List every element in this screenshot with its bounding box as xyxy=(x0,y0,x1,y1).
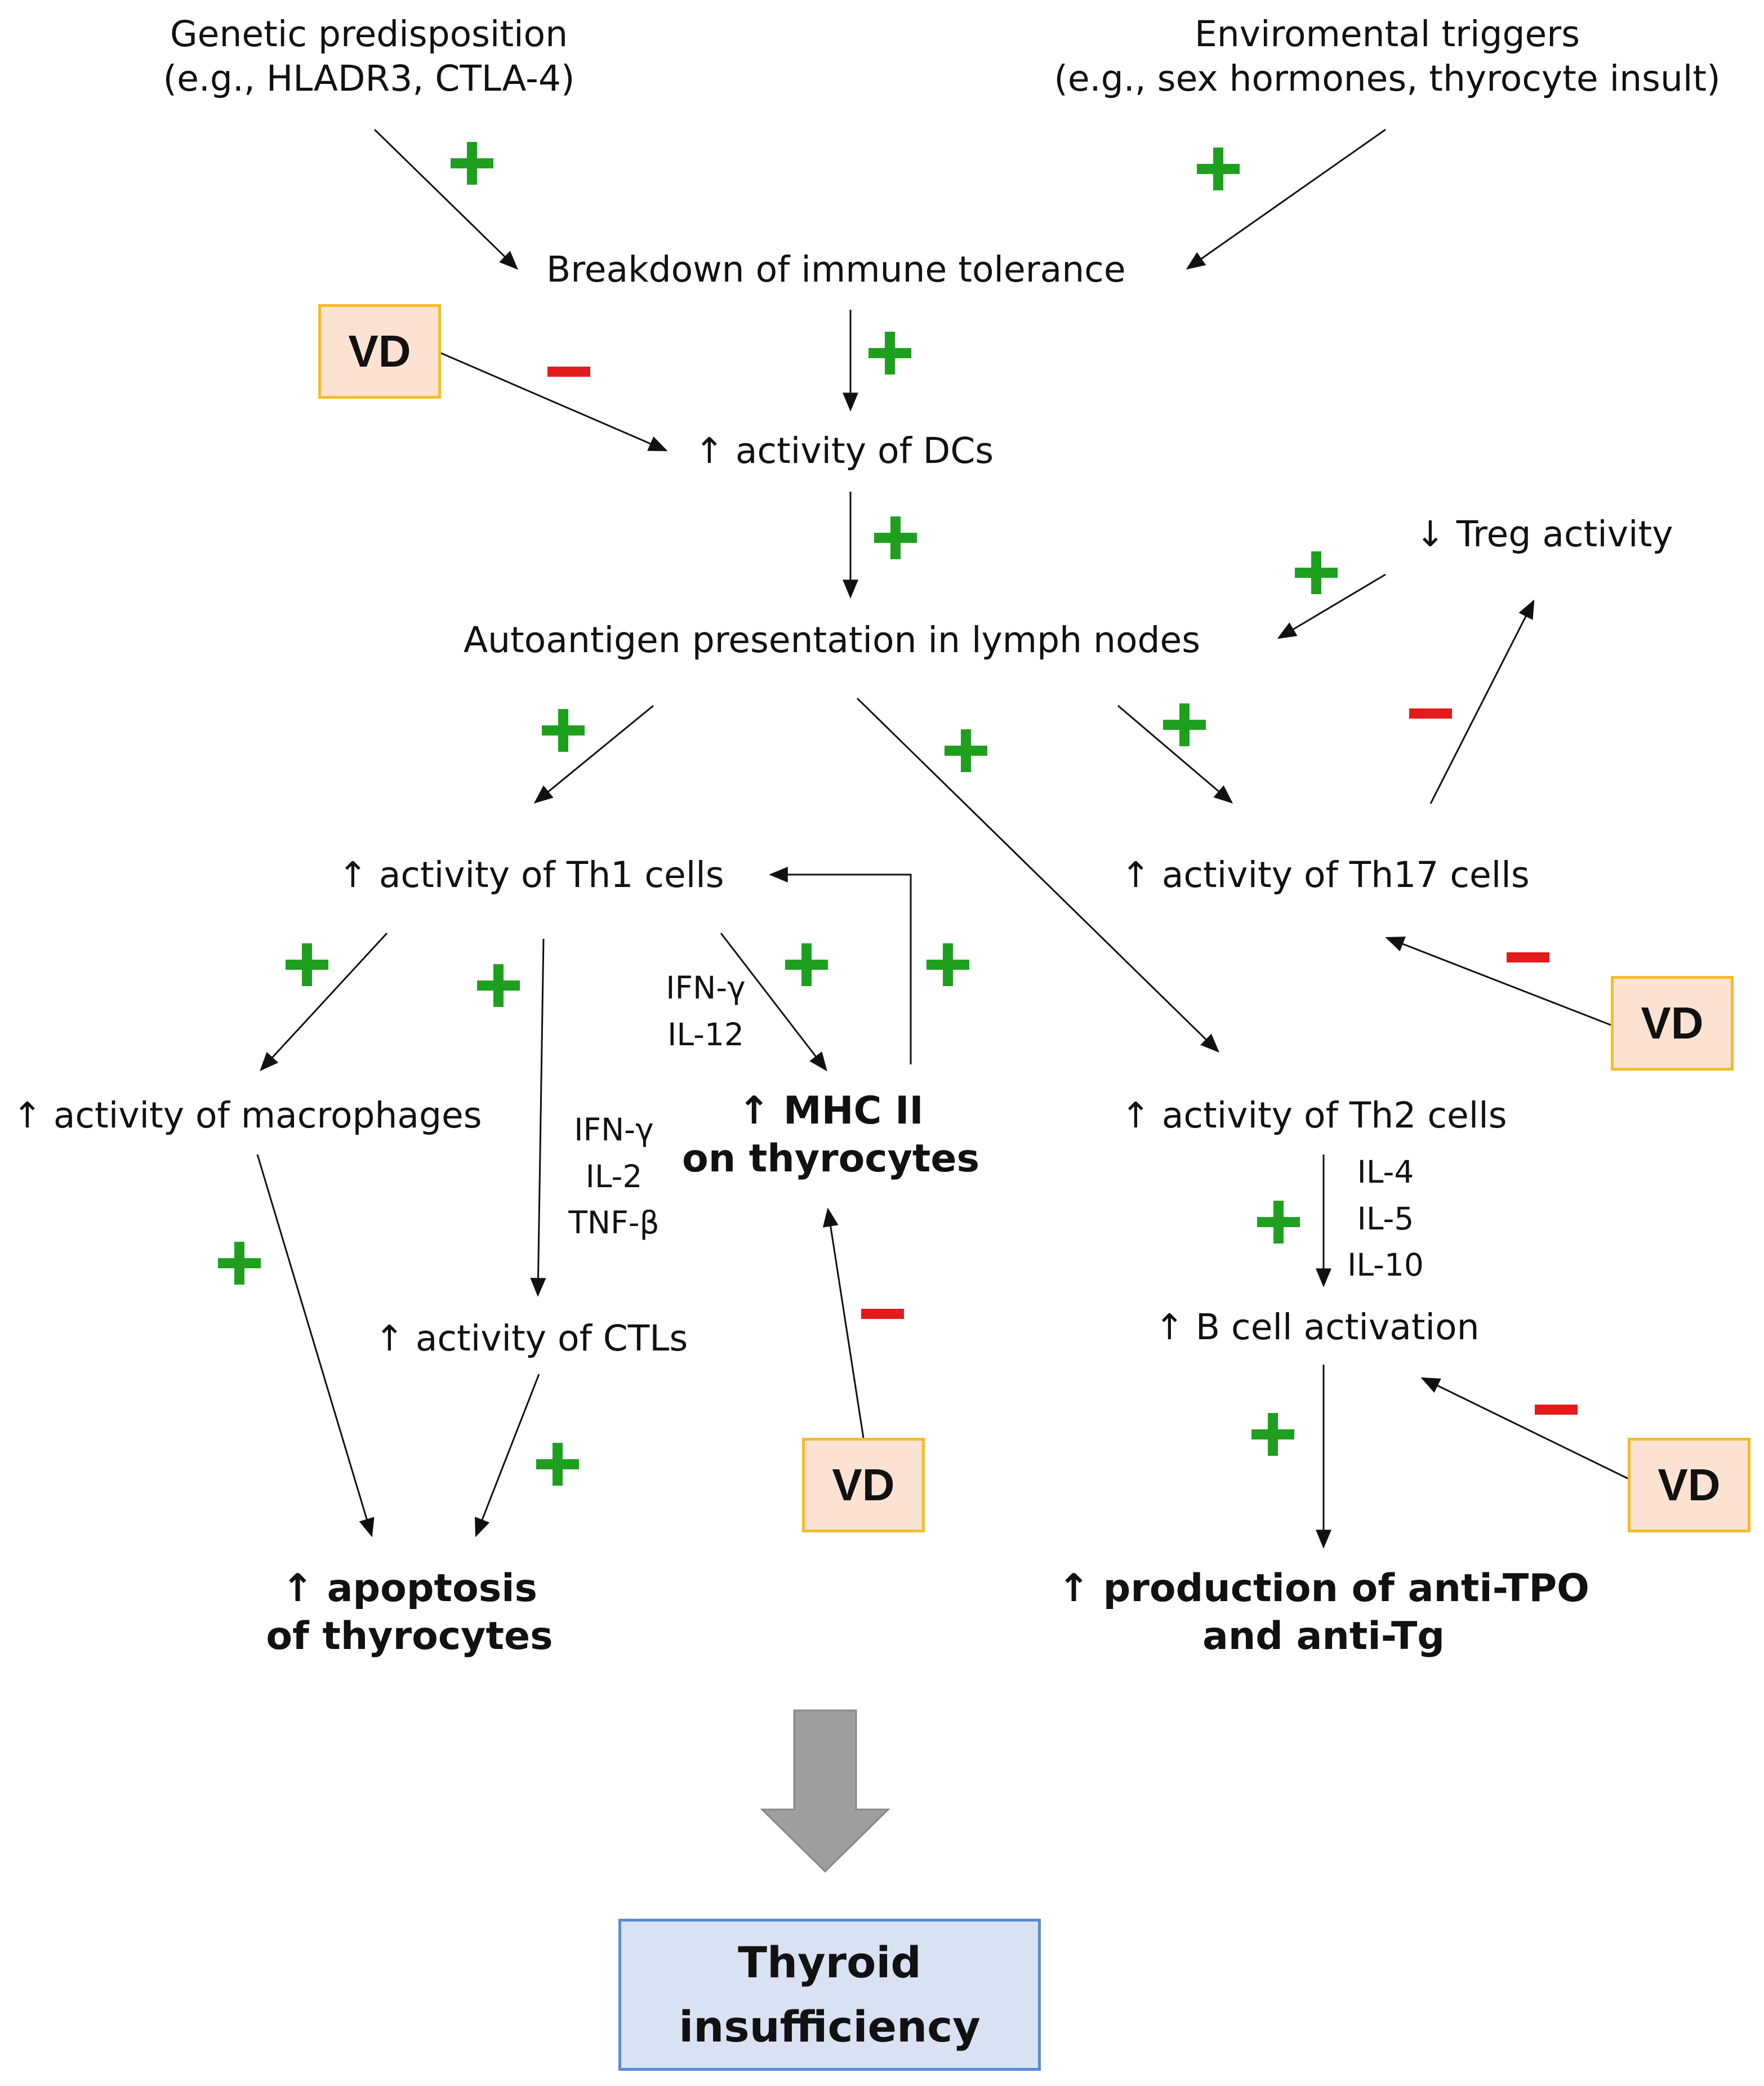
edge-th1-to-mhc xyxy=(720,933,827,1072)
outcome-label-line1: Thyroid xyxy=(738,1937,921,1987)
cytokines-th2-to-bcell: IL-4 IL-5 IL-10 xyxy=(1347,1149,1424,1289)
mhc-ii-on-thyrocytes-label: on thyrocytes xyxy=(681,1136,980,1181)
apoptosis-label: ↑ apoptosis xyxy=(281,1566,538,1611)
dc-activity-node: ↑ activity of DCs xyxy=(694,430,994,471)
environmental-triggers-examples: (e.g., sex hormones, thyrocyte insult) xyxy=(1054,57,1721,99)
cytokine-ifn-gamma: IFN-γ xyxy=(666,970,746,1006)
treg-activity-node: ↓ Treg activity xyxy=(1415,514,1673,555)
genetic-predisposition-node: Genetic predisposition (e.g., HLADR3, CT… xyxy=(163,12,575,101)
edge-autoantigen-to-th1 xyxy=(533,705,654,804)
plus-sign-autoantigen-to-th2 xyxy=(945,729,987,772)
cytokine-ifn-gamma: IFN-γ xyxy=(574,1112,654,1148)
plus-sign-mhc-to-th1 xyxy=(926,943,969,986)
th17-activity-node: ↑ activity of Th17 cells xyxy=(1121,854,1530,895)
minus-sign-vd-to-bcell xyxy=(1535,1405,1578,1415)
vitamin-d-box-bcell: VD xyxy=(1628,1438,1750,1532)
edge-vd-to-mhc xyxy=(822,1207,865,1438)
plus-sign-autoantigen-to-th17 xyxy=(1163,703,1206,746)
edge-vd-to-dcs xyxy=(440,352,668,452)
plus-sign-breakdown-to-dcs xyxy=(868,332,911,375)
plus-sign-macrophages-to-apoptosis xyxy=(218,1242,261,1285)
cytokines-th1-to-mhc: IFN-γ IL-12 xyxy=(666,965,745,1058)
environmental-triggers-node: Enviromental triggers (e.g., sex hormone… xyxy=(1054,12,1720,101)
plus-sign-bcell-to-antibodies xyxy=(1251,1413,1294,1456)
thyrocyte-apoptosis-node: ↑ apoptosis of thyrocytes xyxy=(266,1564,553,1660)
breakdown-immune-tolerance-node: Breakdown of immune tolerance xyxy=(546,249,1126,290)
minus-sign-vd-to-mhc xyxy=(861,1309,904,1319)
edge-mhc-to-th1 xyxy=(769,867,912,1064)
plus-sign-dcs-to-autoantigen xyxy=(874,516,917,559)
environmental-triggers-label: Enviromental triggers xyxy=(1194,14,1580,55)
minus-sign-vd-to-th17 xyxy=(1507,952,1549,962)
edge-th1-to-ctls xyxy=(530,938,546,1297)
edge-ctls-to-apoptosis xyxy=(475,1374,540,1537)
mhc-ii-label: ↑ MHC II xyxy=(738,1089,924,1133)
anti-tg-label: and anti-Tg xyxy=(1202,1614,1445,1659)
cytokine-il-12: IL-12 xyxy=(667,1016,744,1053)
outcome-big-arrow xyxy=(760,1709,890,1873)
plus-sign-th2-to-bcell xyxy=(1257,1201,1300,1243)
vitamin-d-box-dcs: VD xyxy=(318,304,441,399)
ctl-activity-node: ↑ activity of CTLs xyxy=(375,1318,688,1359)
plus-sign-th1-to-ctls xyxy=(477,964,520,1007)
cytokine-il-4: IL-4 xyxy=(1357,1154,1414,1190)
antibody-production-node: ↑ production of anti-TPO and anti-Tg xyxy=(1058,1564,1589,1660)
genetic-predisposition-examples: (e.g., HLADR3, CTLA-4) xyxy=(163,57,575,99)
plus-sign-autoantigen-to-th1 xyxy=(542,709,585,752)
edge-th17-to-treg xyxy=(1429,599,1535,804)
plus-sign-th1-to-mhc xyxy=(785,943,828,986)
minus-sign-vd-to-dcs xyxy=(547,367,590,377)
cytokine-il-5: IL-5 xyxy=(1357,1200,1414,1237)
genetic-predisposition-label: Genetic predisposition xyxy=(170,14,568,55)
mhc-ii-thyrocytes-node: ↑ MHC II on thyrocytes xyxy=(682,1087,979,1183)
macrophage-activity-node: ↑ activity of macrophages xyxy=(12,1095,482,1136)
cytokines-th1-to-ctl: IFN-γ IL-2 TNF-β xyxy=(568,1107,659,1246)
b-cell-activation-node: ↑ B cell activation xyxy=(1155,1307,1480,1348)
edge-treg-to-autoantigen xyxy=(1277,573,1386,639)
anti-tpo-label: ↑ production of anti-TPO xyxy=(1058,1566,1589,1611)
edge-autoantigen-to-th17 xyxy=(1117,705,1233,804)
edge-vd-to-bcell xyxy=(1420,1377,1634,1482)
vitamin-d-box-mhc: VD xyxy=(802,1438,925,1532)
th2-activity-node: ↑ activity of Th2 cells xyxy=(1121,1095,1507,1136)
edge-th1-to-macrophages xyxy=(260,932,388,1072)
edge-vd-to-th17 xyxy=(1385,937,1611,1026)
edge-environment-to-breakdown xyxy=(1186,128,1386,270)
thyroid-insufficiency-box: Thyroid insufficiency xyxy=(618,1919,1041,2071)
th1-activity-node: ↑ activity of Th1 cells xyxy=(338,854,724,895)
cytokine-il-2: IL-2 xyxy=(585,1158,643,1194)
outcome-label-line2: insufficiency xyxy=(679,2002,981,2052)
cytokine-tnf-beta: TNF-β xyxy=(568,1205,660,1241)
cytokine-il-10: IL-10 xyxy=(1347,1247,1424,1283)
plus-sign-ctls-to-apoptosis xyxy=(536,1443,579,1486)
of-thyrocytes-label: of thyrocytes xyxy=(266,1614,553,1659)
edge-autoantigen-to-th2 xyxy=(856,697,1220,1053)
plus-sign-genetic xyxy=(451,142,493,185)
edge-genetic-to-breakdown xyxy=(373,128,519,270)
plus-sign-environment xyxy=(1197,148,1240,190)
plus-sign-th1-to-macrophages xyxy=(286,943,328,986)
minus-sign-th17-to-treg xyxy=(1409,708,1452,719)
vitamin-d-box-th17: VD xyxy=(1611,976,1734,1071)
plus-sign-treg-to-autoantigen xyxy=(1295,551,1338,594)
edge-macrophages-to-apoptosis xyxy=(256,1154,375,1537)
autoantigen-presentation-node: Autoantigen presentation in lymph nodes xyxy=(464,619,1201,661)
